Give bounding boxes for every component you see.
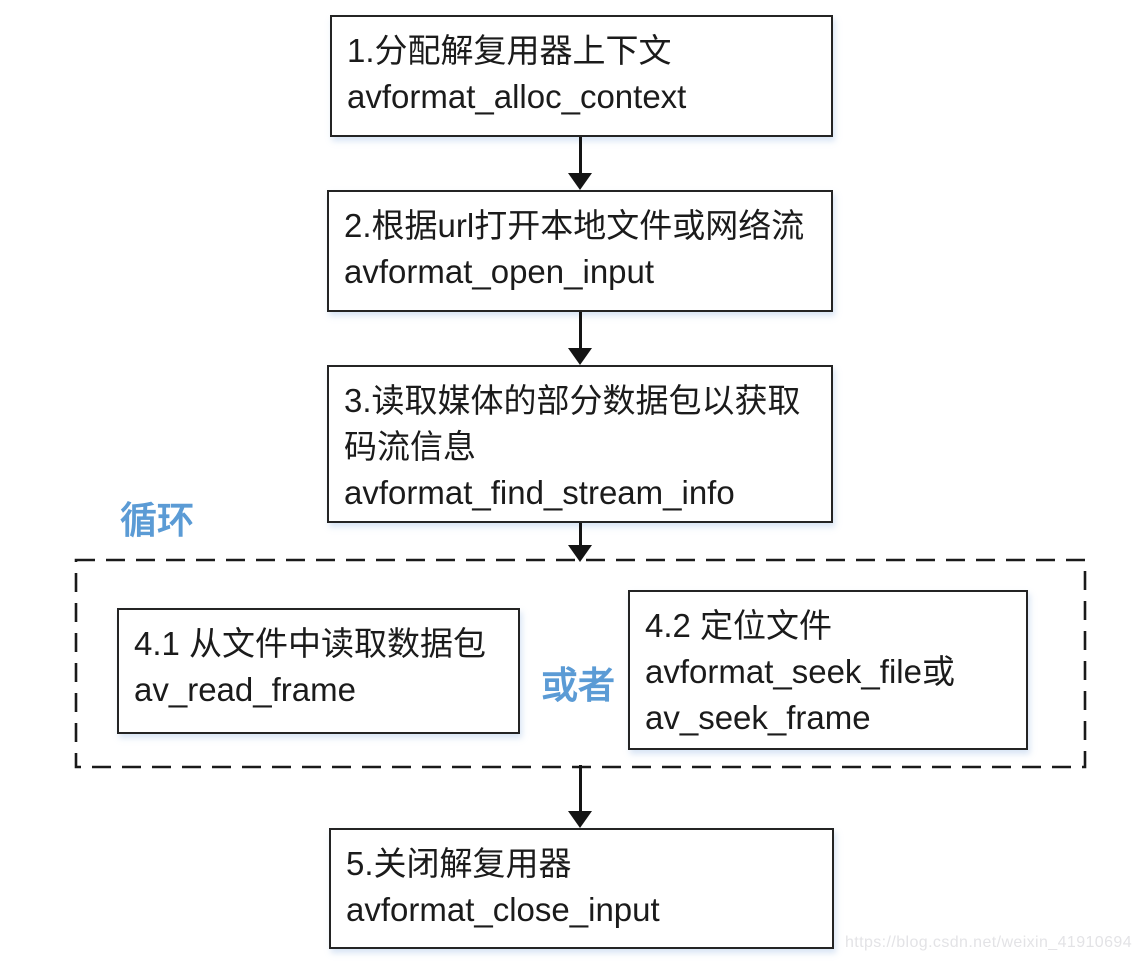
arrow-down-icon [568, 137, 592, 190]
arrow-shaft [578, 523, 582, 546]
box-text-line: avformat_close_input [346, 891, 660, 928]
box-text-line: 3.读取媒体的部分数据包以获取 [344, 382, 801, 419]
flow-box-seek: 4.2 定位文件 avformat_seek_file或 av_seek_fra… [628, 590, 1028, 750]
box-text-line: 1.分配解复用器上下文 [347, 32, 672, 69]
loop-label: 循环 [120, 500, 194, 541]
box-text-line: 4.2 定位文件 [645, 607, 833, 644]
arrow-down-icon [568, 523, 592, 562]
box-text-line: av_seek_frame [645, 699, 871, 736]
box-text-line: av_read_frame [134, 671, 356, 708]
box-text-line: avformat_seek_file或 [645, 653, 955, 690]
arrow-shaft [578, 765, 582, 812]
flow-box-alloc-context: 1.分配解复用器上下文 avformat_alloc_context [330, 15, 833, 137]
box-text-line: 码流信息 [344, 428, 476, 465]
flow-box-open-input: 2.根据url打开本地文件或网络流 avformat_open_input [327, 190, 833, 312]
arrow-head [568, 173, 592, 190]
flow-box-close-input: 5.关闭解复用器 avformat_close_input [329, 828, 834, 949]
arrow-shaft [578, 137, 582, 174]
arrow-head [568, 348, 592, 365]
box-text-line: 5.关闭解复用器 [346, 845, 572, 882]
box-text-line: 4.1 从文件中读取数据包 [134, 625, 487, 662]
box-text-line: avformat_find_stream_info [344, 474, 735, 511]
arrow-head [568, 545, 592, 562]
arrow-shaft [578, 312, 582, 349]
or-label: 或者 [541, 665, 615, 706]
box-text-line: avformat_open_input [344, 253, 655, 290]
arrow-head [568, 811, 592, 828]
box-text-line: avformat_alloc_context [347, 78, 687, 115]
arrow-down-icon [568, 765, 592, 828]
arrow-down-icon [568, 312, 592, 365]
flow-box-read-frame: 4.1 从文件中读取数据包 av_read_frame [117, 608, 520, 734]
watermark-url: https://blog.csdn.net/weixin_41910694 [845, 934, 1132, 951]
flow-box-find-stream-info: 3.读取媒体的部分数据包以获取 码流信息 avformat_find_strea… [327, 365, 833, 523]
box-text-line: 2.根据url打开本地文件或网络流 [344, 207, 805, 244]
